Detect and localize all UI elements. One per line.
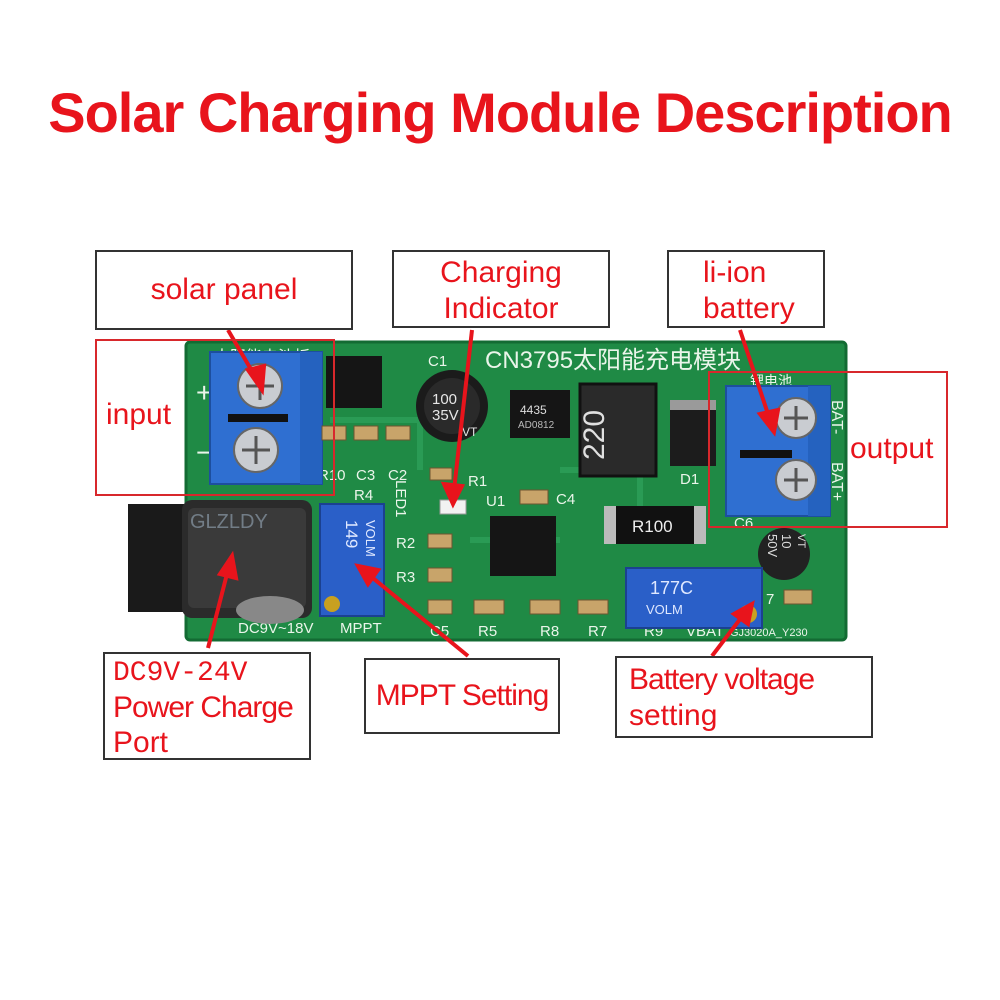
arrowhead-solar-panel [244, 363, 267, 396]
pot-right-value: 177C [650, 578, 693, 598]
cap-small-value: 10 [779, 534, 794, 548]
pot-left-value: 149 [342, 520, 361, 548]
pot-right-sub: VOLM [646, 602, 683, 617]
ref-c4: C4 [556, 491, 575, 508]
silkscreen-bat-plus: BAT+ [828, 462, 845, 501]
watermark: GLZLDY [190, 511, 268, 533]
arrow-mppt [366, 572, 470, 658]
ref-r2: R2 [396, 535, 415, 552]
dc-port-line3: Port [113, 726, 169, 759]
arrow-dc-port [206, 569, 230, 649]
sense-resistor: R100 [604, 506, 706, 544]
cap-c1-series: VT [462, 425, 478, 439]
arrowhead-battery-voltage [730, 600, 755, 628]
battery-voltage-label-box: Battery voltage setting [615, 656, 873, 738]
arrow-li-ion [738, 329, 772, 421]
capacitor-small: 10 50V VT [758, 528, 810, 580]
solar-panel-label-box: solar panel [95, 250, 353, 330]
output-outline-box [708, 371, 948, 528]
input-outline-box [95, 339, 335, 496]
charging-indicator-line1: Charging [440, 256, 562, 289]
input-label: input [106, 398, 172, 431]
mosfet-chip: 4435 AD0812 [510, 390, 570, 438]
ref-c2: C2 [388, 467, 407, 484]
li-ion-line1: li-ion [703, 256, 767, 289]
ref-u1: U1 [486, 493, 505, 510]
silkscreen-title: CN3795太阳能充电模块 [485, 347, 741, 374]
capacitor-c1: 100 35V VT [416, 370, 488, 442]
silkscreen-bat-minus: BAT- [828, 400, 845, 434]
silkscreen-mppt: MPPT [340, 620, 382, 637]
output-terminal-block [725, 385, 831, 517]
ref-r8: R8 [540, 623, 559, 640]
ref-r5: R5 [478, 623, 497, 640]
cap-small-voltage: 50V [765, 534, 780, 557]
cap-small-series: VT [795, 534, 807, 548]
smd-c4 [519, 489, 549, 505]
silkscreen-minus: − [196, 437, 212, 468]
smd-7 [783, 589, 813, 605]
dc-barrel-jack: GLZLDY [128, 500, 312, 624]
arrowhead-charging-indicator [440, 481, 466, 509]
arrow-charging-indicator [452, 329, 474, 491]
smd-c2 [385, 425, 411, 441]
pot-left-sub: VOLM [363, 520, 378, 557]
smd-r7 [577, 599, 609, 615]
smd-c3 [353, 425, 379, 441]
ref-led1: LED1 [392, 480, 409, 518]
smd-r1 [429, 467, 453, 481]
ic-top-left [326, 356, 382, 408]
ref-r4: R4 [354, 487, 373, 504]
ref-7: 7 [766, 591, 774, 608]
mosfet-sub: AD0812 [518, 420, 555, 431]
ref-d1: D1 [680, 471, 699, 488]
ref-r3: R3 [396, 569, 415, 586]
chip-u1 [490, 516, 556, 576]
ref-r1: R1 [468, 473, 487, 490]
li-ion-label-box: li-ion battery [667, 250, 825, 328]
smd-c5 [427, 599, 453, 615]
silkscreen-code: GJ3020A_Y230 [730, 627, 808, 639]
ref-c1: C1 [428, 353, 447, 370]
arrowhead-dc-port [216, 550, 239, 581]
mppt-potentiometer: 149 VOLM [319, 503, 385, 617]
smd-r5 [473, 599, 505, 615]
battery-voltage-line1: Battery voltage [629, 663, 815, 696]
li-ion-line2: battery [703, 292, 795, 325]
smd-r3 [427, 567, 453, 583]
charging-indicator-label-box: Charging Indicator [392, 250, 610, 328]
silkscreen-dc: DC9V~18V [238, 620, 313, 637]
cap-c1-voltage: 35V [432, 407, 459, 424]
ref-r10: R10 [318, 467, 346, 484]
dc-port-line1: DC9V-24V [113, 658, 248, 689]
dc-port-label-box: DC9V-24V Power Charge Port [103, 652, 311, 760]
inductor-value: 220 [578, 410, 611, 460]
smd-r8 [529, 599, 561, 615]
arrowhead-mppt [354, 563, 382, 588]
cap-c1-value: 100 [432, 391, 457, 408]
charging-indicator-line2: Indicator [443, 292, 559, 325]
ref-r7: R7 [588, 623, 607, 640]
dc-port-line2: Power Charge [113, 691, 294, 724]
arrow-battery-voltage [710, 612, 746, 658]
resistor-value: R100 [632, 517, 673, 536]
mosfet-label: 4435 [520, 403, 547, 417]
mppt-label-box: MPPT Setting [364, 658, 560, 734]
input-terminal-block [209, 351, 323, 485]
mppt-label: MPPT Setting [375, 679, 550, 712]
arrowhead-li-ion [756, 407, 781, 437]
silkscreen-plus: + [196, 377, 212, 408]
ref-c3: C3 [356, 467, 375, 484]
output-label: output [850, 432, 934, 466]
solar-panel-label: solar panel [150, 273, 298, 306]
smd-r2 [427, 533, 453, 549]
page-title: Solar Charging Module Description [48, 81, 953, 144]
inductor: 220 [578, 382, 658, 478]
battery-voltage-line2: setting [629, 699, 718, 732]
